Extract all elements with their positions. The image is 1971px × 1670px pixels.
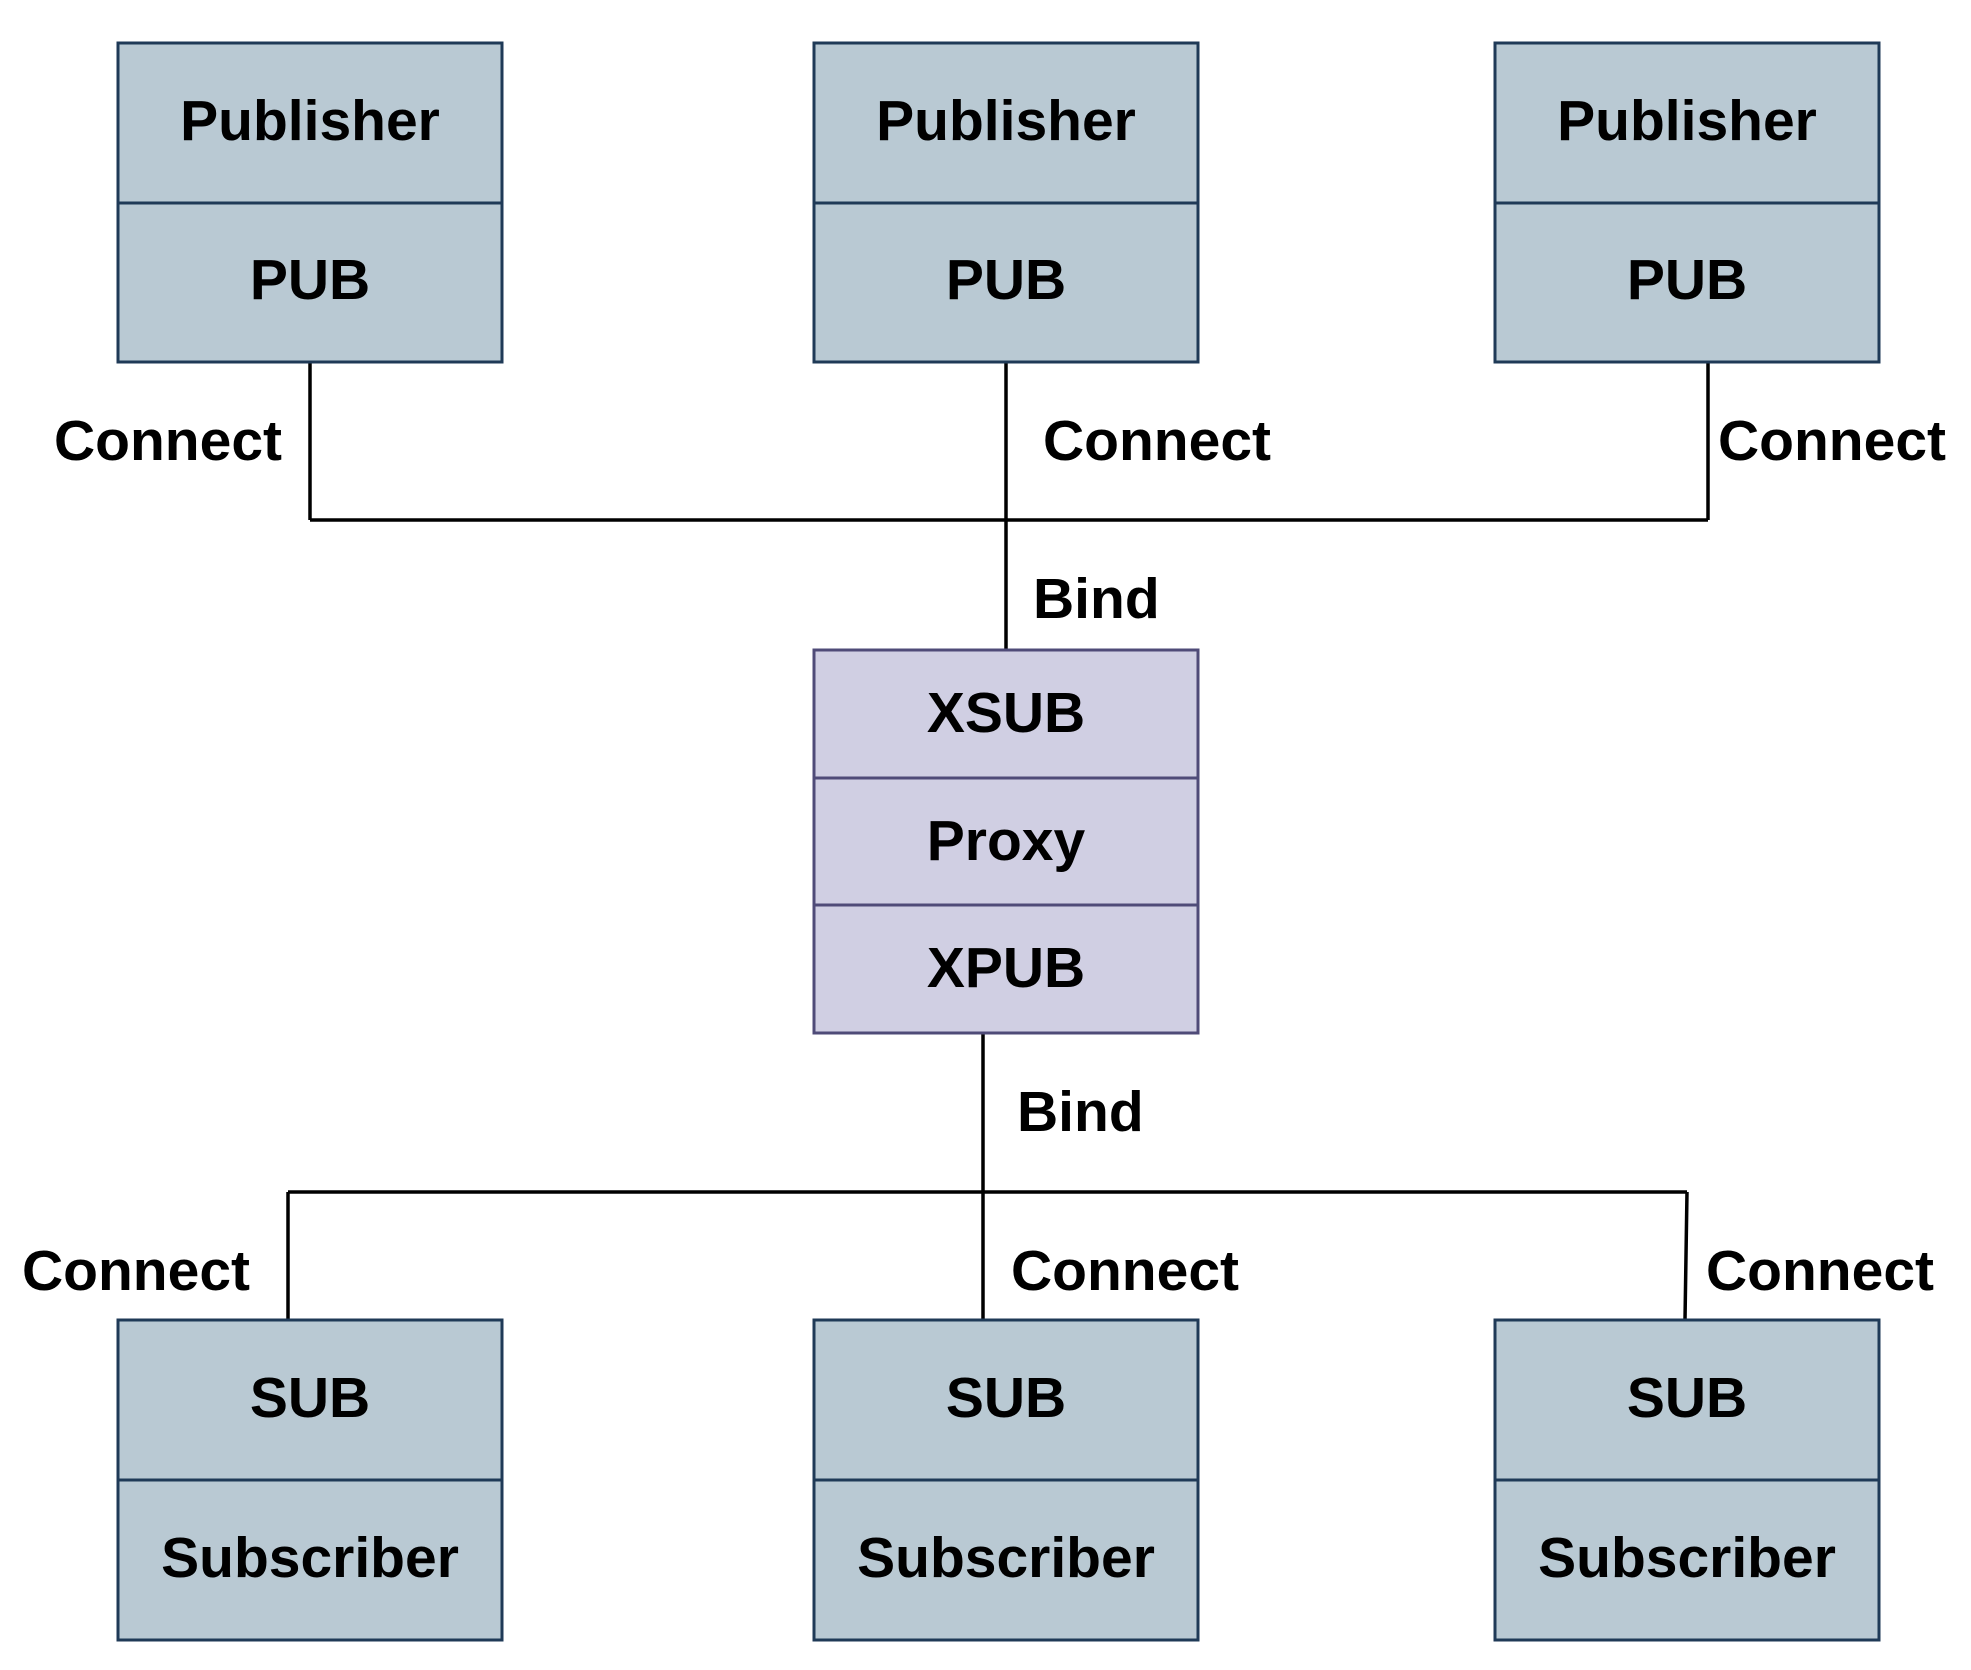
subscriber-3-connect-label: Connect bbox=[1706, 1239, 1934, 1303]
proxy-middle-cell bbox=[812, 776, 1200, 907]
subscriber-3-bottom-cell bbox=[1493, 1478, 1881, 1642]
publisher-node-2: Publisher PUB bbox=[812, 41, 1200, 364]
subscriber-1-top-cell bbox=[116, 1318, 504, 1482]
subscriber-1-socket-label: SUB bbox=[250, 1366, 370, 1430]
subscriber-wiring bbox=[286, 1033, 1689, 1321]
subscriber-node-1: SUB Subscriber bbox=[116, 1318, 504, 1642]
publisher-3-bottom-cell bbox=[1493, 201, 1881, 364]
subscriber-node-2: SUB Subscriber bbox=[812, 1318, 1200, 1642]
publisher-2-connect-label: Connect bbox=[1043, 409, 1271, 473]
subscriber-2-connect-label: Connect bbox=[1011, 1239, 1239, 1303]
publisher-1-socket-label: PUB bbox=[250, 248, 370, 312]
subscriber-3-top-cell bbox=[1493, 1318, 1881, 1482]
proxy-xsub-cell bbox=[812, 648, 1200, 780]
subscriber-3-socket-label: SUB bbox=[1627, 1366, 1747, 1430]
publisher-2-socket-label: PUB bbox=[946, 248, 1066, 312]
subscriber-1-connect-label: Connect bbox=[22, 1239, 250, 1303]
publisher-wiring bbox=[308, 362, 1710, 650]
subscriber-3-label: Subscriber bbox=[1538, 1526, 1836, 1590]
subscriber-2-top-cell bbox=[812, 1318, 1200, 1482]
subscriber-3-drop-line bbox=[1683, 1191, 1689, 1321]
proxy-node: XSUB Proxy XPUB bbox=[812, 648, 1200, 1035]
subscriber-1-bottom-cell bbox=[116, 1478, 504, 1642]
publisher-1-bottom-cell bbox=[116, 201, 504, 364]
publisher-2-label: Publisher bbox=[876, 89, 1136, 153]
proxy-xsub-label: XSUB bbox=[927, 681, 1085, 745]
publisher-3-connect-label: Connect bbox=[1718, 409, 1946, 473]
publisher-1-connect-label: Connect bbox=[54, 409, 282, 473]
publisher-node-3: Publisher PUB bbox=[1493, 41, 1881, 364]
proxy-upper-bind-label: Bind bbox=[1033, 567, 1160, 631]
publisher-3-socket-label: PUB bbox=[1627, 248, 1747, 312]
subscriber-2-label: Subscriber bbox=[857, 1526, 1155, 1590]
proxy-xpub-cell bbox=[812, 903, 1200, 1035]
subscriber-1-label: Subscriber bbox=[161, 1526, 459, 1590]
subscriber-2-bottom-cell bbox=[812, 1478, 1200, 1642]
publisher-2-bottom-cell bbox=[812, 201, 1200, 364]
publisher-node-1: Publisher PUB bbox=[116, 41, 504, 364]
subscriber-node-3: SUB Subscriber bbox=[1493, 1318, 1881, 1642]
proxy-xpub-label: XPUB bbox=[927, 936, 1085, 1000]
publisher-1-top-cell bbox=[116, 41, 504, 205]
publisher-1-label: Publisher bbox=[180, 89, 440, 153]
proxy-label: Proxy bbox=[927, 809, 1086, 873]
proxy-lower-bind-label: Bind bbox=[1017, 1080, 1144, 1144]
subscriber-2-socket-label: SUB bbox=[946, 1366, 1066, 1430]
publisher-3-label: Publisher bbox=[1557, 89, 1817, 153]
